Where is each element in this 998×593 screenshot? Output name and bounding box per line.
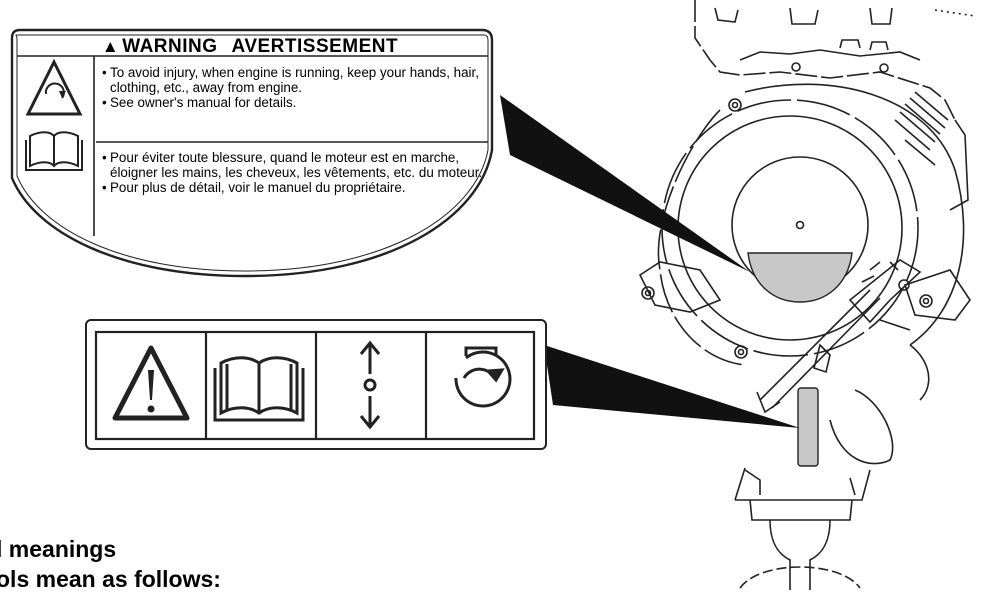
title-french: AVERTISSEMENT: [231, 36, 399, 57]
english-instructions: To avoid injury, when engine is running,…: [102, 65, 487, 111]
heading-symbols-mean: ols mean as follows:: [0, 566, 221, 592]
owners-manual-book-icon: [213, 356, 305, 422]
french-item: Pour plus de détail, voir le manuel du p…: [102, 180, 487, 195]
heading-symbol-meanings: l meanings: [0, 536, 117, 562]
french-instructions: Pour éviter toute blessure, quand le mot…: [102, 150, 487, 196]
warning-label: ▲WARNING AVERTISSEMENT To avoid injury, w…: [10, 28, 502, 278]
rotating-hazard-icon: [25, 58, 83, 116]
warning-triangle-icon: ▲: [101, 37, 120, 56]
english-item: To avoid injury, when engine is running,…: [102, 65, 487, 95]
up-down-arrow-icon: [359, 340, 381, 430]
warning-title: ▲WARNING AVERTISSEMENT: [10, 36, 490, 58]
french-item: Pour éviter toute blessure, quand le mot…: [102, 150, 487, 180]
warning-triangle-icon: [112, 345, 190, 421]
rotating-part-icon: [454, 346, 512, 408]
english-item: See owner's manual for details.: [102, 95, 487, 110]
title-english: WARNING: [122, 36, 218, 57]
manual-book-icon: [25, 131, 83, 171]
symbol-label: [84, 318, 549, 457]
